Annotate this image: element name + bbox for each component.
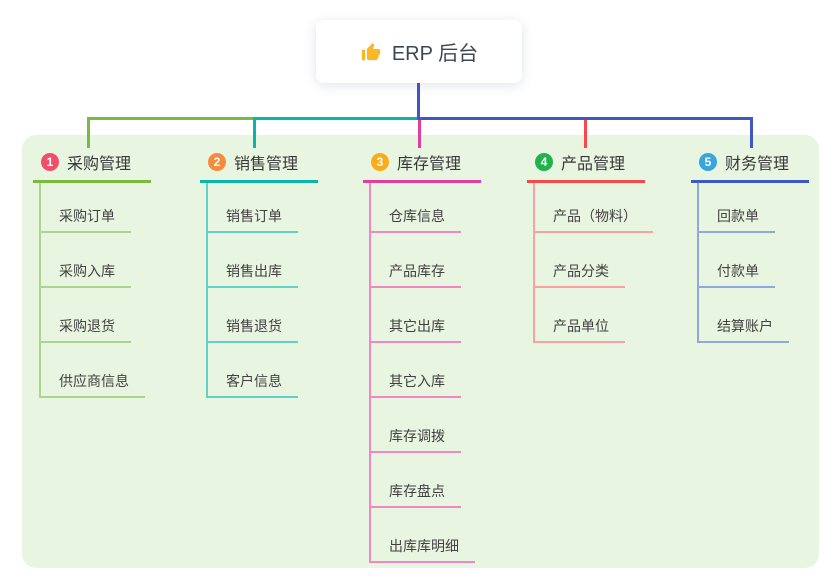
child-node[interactable]: 采购退货 bbox=[41, 288, 131, 343]
rail-branch-1 bbox=[87, 117, 256, 120]
branch-header[interactable]: 1 采购管理 bbox=[33, 150, 152, 183]
branch-number-badge: 1 bbox=[41, 153, 59, 171]
branch-children: 采购订单采购入库采购退货供应商信息 bbox=[39, 183, 145, 398]
branch-title: 采购管理 bbox=[67, 156, 132, 173]
child-node[interactable]: 销售出库 bbox=[208, 233, 298, 288]
child-node[interactable]: 销售订单 bbox=[208, 183, 298, 233]
child-node[interactable]: 付款单 bbox=[699, 233, 775, 288]
child-node[interactable]: 采购订单 bbox=[41, 183, 131, 233]
branch-header[interactable]: 4 产品管理 bbox=[527, 150, 646, 183]
branch-header[interactable]: 5 财务管理 bbox=[691, 150, 810, 183]
branch-column-4: 4 产品管理 产品（物料）产品分类产品单位 bbox=[527, 150, 653, 343]
drop-branch-4 bbox=[584, 120, 587, 148]
drop-branch-2 bbox=[253, 117, 256, 148]
branch-number-badge: 2 bbox=[208, 153, 226, 171]
child-node[interactable]: 采购入库 bbox=[41, 233, 131, 288]
child-node[interactable]: 产品分类 bbox=[535, 233, 625, 288]
child-node[interactable]: 其它出库 bbox=[371, 288, 461, 343]
branch-number-badge: 4 bbox=[535, 153, 553, 171]
branch-header[interactable]: 2 销售管理 bbox=[200, 150, 319, 183]
branch-title: 财务管理 bbox=[725, 156, 790, 173]
child-node[interactable]: 库存盘点 bbox=[371, 453, 461, 508]
child-node[interactable]: 其它入库 bbox=[371, 343, 461, 398]
child-node[interactable]: 仓库信息 bbox=[371, 183, 461, 233]
child-node[interactable]: 产品单位 bbox=[535, 288, 625, 343]
child-node[interactable]: 产品库存 bbox=[371, 233, 461, 288]
rail-branch-2 bbox=[253, 117, 420, 120]
branch-number-badge: 5 bbox=[699, 153, 717, 171]
child-node[interactable]: 出库库明细 bbox=[371, 508, 475, 563]
branch-title: 产品管理 bbox=[561, 156, 626, 173]
drop-branch-5 bbox=[750, 117, 753, 148]
branch-column-1: 1 采购管理 采购订单采购入库采购退货供应商信息 bbox=[33, 150, 152, 398]
branch-number-badge: 3 bbox=[371, 153, 389, 171]
child-node[interactable]: 结算账户 bbox=[699, 288, 789, 343]
branch-column-5: 5 财务管理 回款单付款单结算账户 bbox=[691, 150, 810, 343]
branch-children: 销售订单销售出库销售退货客户信息 bbox=[206, 183, 298, 398]
branch-header[interactable]: 3 库存管理 bbox=[363, 150, 482, 183]
child-node[interactable]: 销售退货 bbox=[208, 288, 298, 343]
branch-title: 库存管理 bbox=[397, 156, 462, 173]
drop-branch-1 bbox=[87, 117, 90, 148]
drop-branch-3 bbox=[418, 120, 421, 148]
child-node[interactable]: 客户信息 bbox=[208, 343, 298, 398]
branch-children: 仓库信息产品库存其它出库其它入库库存调拨库存盘点出库库明细 bbox=[369, 183, 475, 563]
branch-title: 销售管理 bbox=[234, 156, 299, 173]
root-node[interactable]: ERP 后台 bbox=[316, 20, 522, 83]
rail-branch-5 bbox=[417, 117, 753, 120]
branch-children: 产品（物料）产品分类产品单位 bbox=[533, 183, 653, 343]
root-title: ERP 后台 bbox=[391, 43, 479, 65]
branch-column-3: 3 库存管理 仓库信息产品库存其它出库其它入库库存调拨库存盘点出库库明细 bbox=[363, 150, 482, 563]
child-node[interactable]: 供应商信息 bbox=[41, 343, 145, 398]
root-connector-line bbox=[417, 83, 420, 120]
branch-column-2: 2 销售管理 销售订单销售出库销售退货客户信息 bbox=[200, 150, 319, 398]
child-node[interactable]: 产品（物料） bbox=[535, 183, 653, 233]
child-node[interactable]: 库存调拨 bbox=[371, 398, 461, 453]
branch-children: 回款单付款单结算账户 bbox=[697, 183, 789, 343]
branches-panel bbox=[22, 135, 819, 568]
child-node[interactable]: 回款单 bbox=[699, 183, 775, 233]
thumbs-up-icon bbox=[360, 41, 382, 63]
